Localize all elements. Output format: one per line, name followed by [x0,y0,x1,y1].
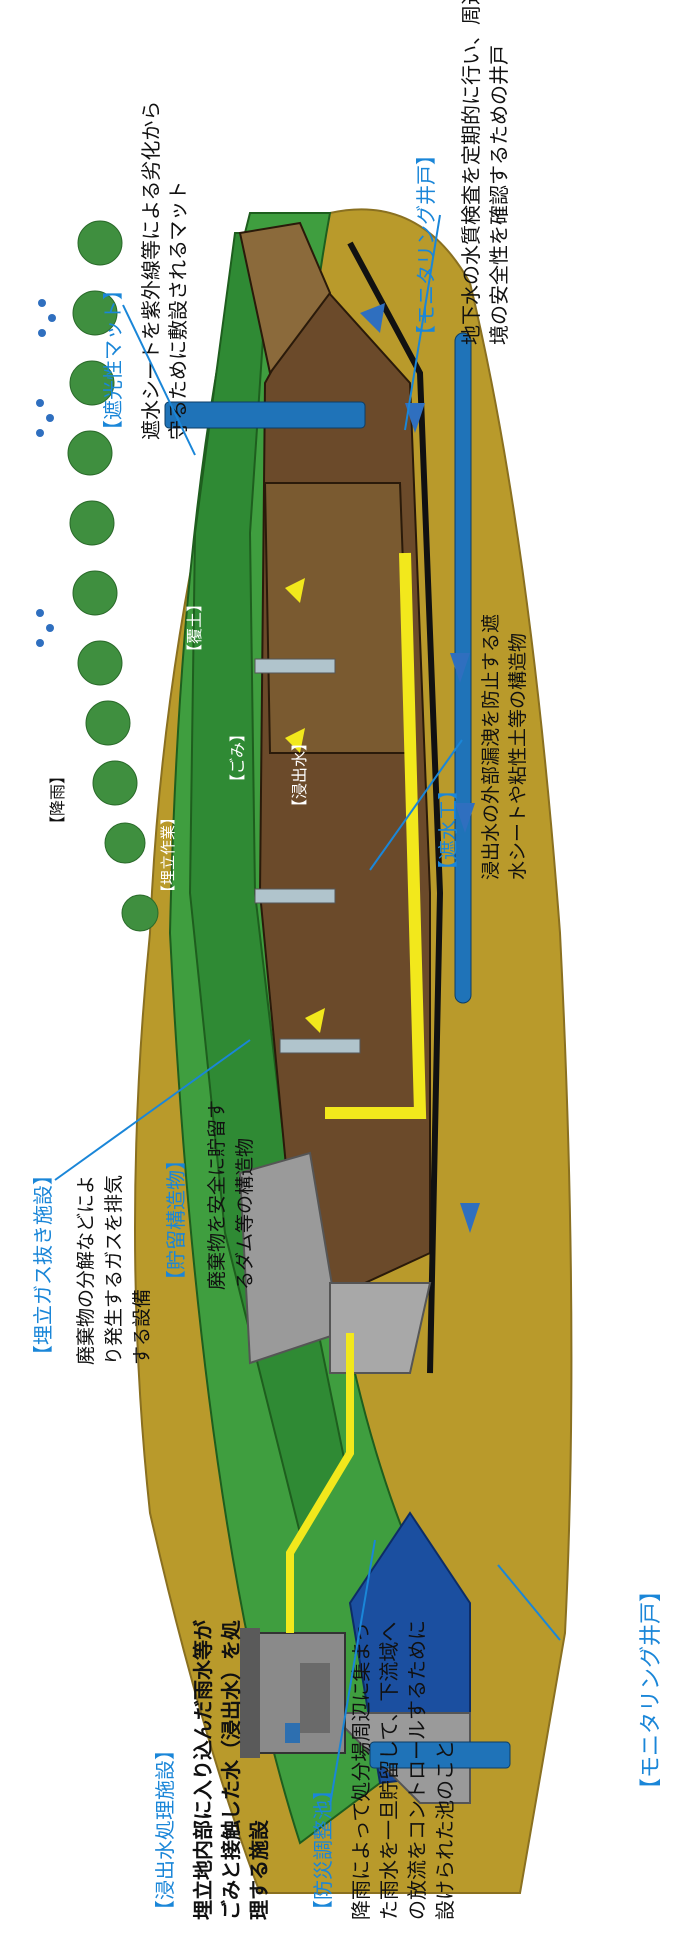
label-gas-desc-3: する設備 [131,1289,153,1365]
leader-gas [54,1039,251,1181]
label-monitoring-top-desc-2: 境の安全性を確認するための井戸 [487,45,511,345]
label-disaster-pond-desc-3: の放流をコントロールするために [405,1620,429,1920]
label-gas: 【埋立ガス抜き施設】 [31,1165,55,1365]
cover-soil-top [238,221,332,376]
label-barrier-desc-1: 浸出水の外部漏洩を防止する遮 [480,614,502,880]
leader-monitoring-bottom [497,1564,561,1641]
leachate-pipe [286,1333,354,1633]
label-barrier-desc-2: 水シートや粘性土等の構造物 [507,633,529,880]
label-gas-desc-1: 廃棄物の分解などによ [75,1175,97,1365]
label-storage: 【貯留構造物】 [164,1150,188,1290]
label-leachate-treatment-desc-1: 埋立地内部に入り込んだ雨水等が [191,1620,215,1920]
landfill-illustration [36,208,573,1894]
label-light-mat-desc-2: 守るために敷設されるマット [166,181,190,440]
treatment-vent [300,1663,330,1733]
leader-light-mat [122,304,196,456]
leader-barrier [369,739,463,871]
label-leachate-treatment-desc-2: ごみと接触した水（浸出水）を処 [219,1619,243,1920]
storage-dam [238,1151,342,1365]
label-leachate-treatment-desc-3: 理する施設 [247,1819,271,1920]
label-gas-desc-2: り発生するガスを排気 [103,1175,125,1365]
label-garbage: 【ごみ】 [228,726,247,790]
label-barrier: 【遮水工】 [436,780,460,880]
gas-vent-pipe [254,658,336,674]
callout-lines [54,214,561,1806]
treatment-door [285,1723,300,1743]
label-cover-soil: 【覆土】 [185,596,204,660]
monitoring-well-right [164,401,366,429]
gas-vent-pipe [254,888,336,904]
label-light-mat-desc-1: 遮水シートを紫外線等による劣化から [139,101,163,440]
rain-drops [36,299,56,647]
rotated-labels: 【降雨】 【遮光性マット】 遮水シートを紫外線等による劣化から 守るために敷設さ… [31,0,664,1920]
label-disaster-pond-desc-4: 設けられた池のこと [433,1740,457,1920]
label-disaster-pond-desc-2: た雨水を一旦貯留して、下流域へ [377,1622,401,1920]
tree-row [67,220,159,932]
label-rain: 【降雨】 [48,768,67,832]
label-monitoring-top: 【モニタリング井戸】 [414,145,438,345]
label-storage-desc-1: 廃棄物を安全に貯留す [206,1100,228,1290]
storage-dam-2 [329,1282,432,1374]
label-storage-desc-2: るダム等の構造物 [234,1138,256,1290]
label-leachate-treatment: 【浸出水処理施設】 [153,1740,177,1920]
label-monitoring-bottom: 【モニタリング井戸】 [639,1580,664,1800]
leachate-channel [325,552,427,1119]
waste-cell [258,281,431,1315]
label-leachate: 【浸出水】 [290,735,309,815]
leader-disaster-pond [329,1539,376,1806]
label-monitoring-top-desc-1: 地下水の水質検査を定期的に行い、周辺環 [459,0,483,345]
monitoring-well-left [369,1741,511,1769]
flow-arrows [360,303,480,1233]
gas-vent-pipe [279,1038,361,1054]
liner-sheet [347,241,444,1374]
label-light-mat: 【遮光性マット】 [101,280,125,440]
treatment-building-roof [240,1628,260,1758]
label-landfill-work: 【埋立作業】 [159,810,177,900]
garbage-cell [263,482,412,754]
rain-arrows [285,578,325,1033]
leader-monitoring-top [404,214,441,431]
